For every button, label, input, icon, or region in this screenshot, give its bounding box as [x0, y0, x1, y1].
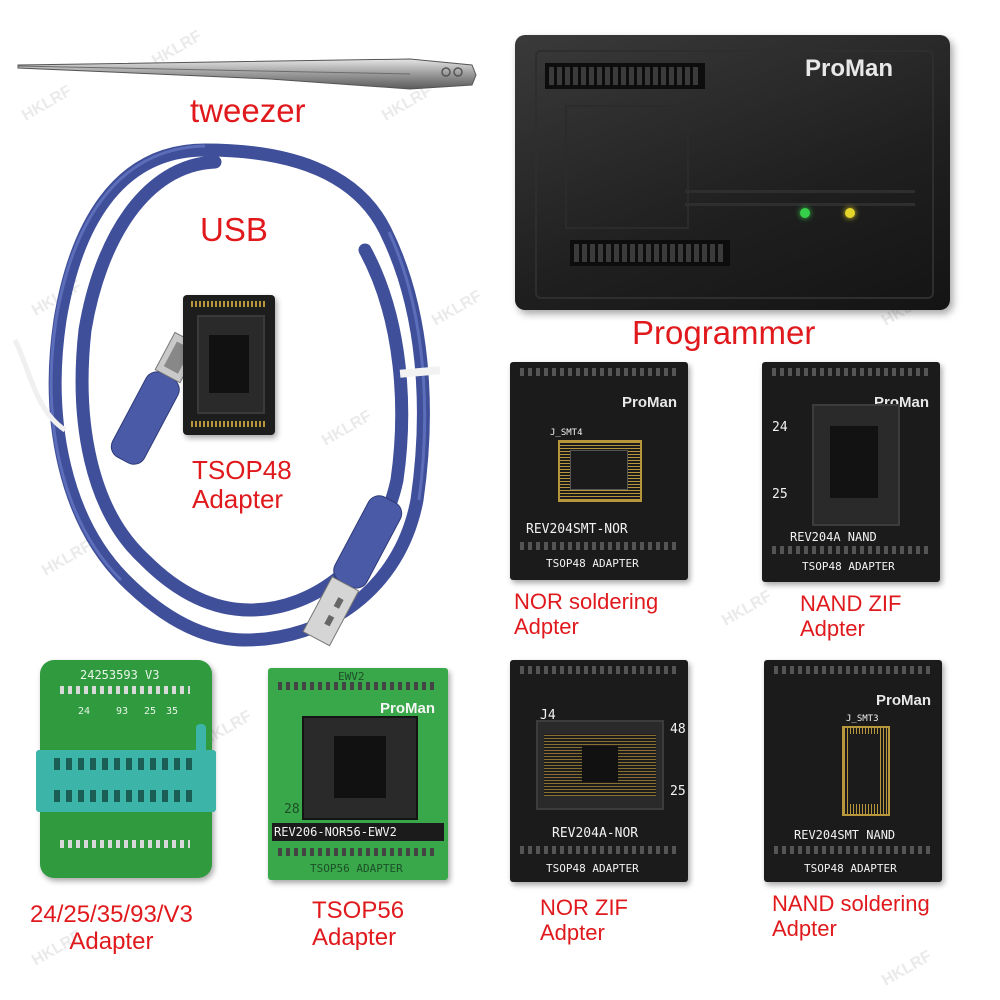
- nand-soldering-board: ProMan J_SMT3 REV204SMT NAND TSOP48 ADAP…: [764, 660, 942, 882]
- v3-adapter-label: 24/25/35/93/V3 Adapter: [30, 901, 193, 956]
- pin-label: 25: [772, 487, 788, 502]
- programmer-label: Programmer: [632, 314, 816, 351]
- board-footer: TSOP48 ADAPTER: [802, 560, 895, 573]
- zif-lever: [196, 724, 206, 764]
- programmer-box: ProMan: [515, 35, 950, 310]
- zif-socket: [36, 724, 216, 812]
- watermark: HKLRF: [719, 587, 775, 630]
- tsop48-adapter-socket: [183, 295, 275, 435]
- zif-socket: [812, 404, 900, 526]
- bottom-pin-header: [570, 240, 730, 266]
- board-footer: TSOP48 ADAPTER: [546, 862, 639, 875]
- nor-zif-board: J4 48 25 REV204A-NOR TSOP48 ADAPTER: [510, 660, 688, 882]
- pin-label: 48: [670, 722, 686, 737]
- nand-zif-label: NAND ZIF Adpter: [800, 591, 902, 641]
- tweezer-label: tweezer: [190, 92, 306, 129]
- nand-zif-label-line1: NAND ZIF: [800, 591, 902, 616]
- usb-label: USB: [200, 211, 268, 248]
- tsop56-board: EWV2 ProMan 28 REV206-NOR56-EWV2 TSOP56 …: [268, 668, 448, 880]
- v3-adapter-board: 24253593 V3 24 93 25 35: [36, 660, 216, 878]
- pin-label: 28: [284, 802, 300, 817]
- nand-zif-label-line2: Adpter: [800, 615, 865, 641]
- tsop48-label-line2: Adapter: [192, 484, 284, 515]
- tweezer: [10, 55, 480, 95]
- nor-soldering-board: ProMan J_SMT4 REV204SMT-NOR TSOP48 ADAPT…: [510, 362, 688, 580]
- tsop56-socket: [302, 716, 418, 820]
- tweezer-icon: [17, 58, 477, 90]
- board-ref: EWV2: [338, 670, 365, 683]
- programmer-lid: [535, 50, 934, 299]
- top-pin-header: [545, 63, 705, 89]
- board-footer: TSOP48 ADAPTER: [546, 557, 639, 570]
- pin-label: 24: [78, 706, 91, 717]
- board-ref: J_SMT4: [550, 428, 583, 438]
- board-footer: TSOP56 ADAPTER: [310, 862, 403, 875]
- nor-soldering-label-line1: NOR soldering: [514, 589, 659, 614]
- board-footer: TSOP48 ADAPTER: [804, 862, 897, 875]
- board-model: REV206-NOR56-EWV2: [274, 825, 397, 839]
- v3-label-line1: 24/25/35/93/V3: [30, 901, 193, 928]
- nor-zif-label-line1: NOR ZIF: [540, 895, 628, 920]
- nand-zif-board: ProMan 24 25 REV204A NAND TSOP48 ADAPTER: [762, 362, 940, 582]
- tsop48-adapter-label: TSOP48 Adapter: [192, 455, 292, 515]
- nor-soldering-label: NOR soldering Adpter: [514, 589, 659, 639]
- board-model: REV204A-NOR: [552, 826, 639, 841]
- nand-soldering-label: NAND soldering Adpter: [772, 891, 930, 941]
- nor-soldering-label-line2: Adpter: [514, 613, 579, 639]
- board-code: 24253593 V3: [80, 668, 160, 682]
- zif-socket: [536, 720, 664, 810]
- watermark: HKLRF: [879, 947, 935, 990]
- nor-zif-label-line2: Adpter: [540, 919, 605, 945]
- tsop48-label-line1: TSOP48: [192, 455, 292, 485]
- board-brand: ProMan: [380, 700, 436, 717]
- tsop56-label: TSOP56 Adapter: [312, 897, 405, 952]
- tsop56-label-line2: Adapter: [312, 923, 397, 951]
- pin-label: 93: [116, 706, 129, 717]
- pin-label: 24: [772, 420, 788, 435]
- nand-soldering-label-line2: Adpter: [772, 915, 837, 941]
- power-led: [800, 208, 810, 218]
- v3-label-line2: Adapter: [69, 927, 154, 955]
- board-model: REV204SMT-NOR: [526, 522, 628, 537]
- nor-zif-label: NOR ZIF Adpter: [540, 895, 628, 945]
- pin-label: 25: [144, 706, 157, 717]
- status-led: [845, 208, 855, 218]
- pin-label: 35: [166, 706, 179, 717]
- board-ref: J_SMT3: [846, 714, 879, 724]
- board-model: REV204SMT NAND: [794, 828, 896, 842]
- nand-soldering-label-line1: NAND soldering: [772, 891, 930, 916]
- board-brand: ProMan: [876, 692, 932, 709]
- board-model: REV204A NAND: [790, 530, 877, 544]
- board-ref: J4: [540, 708, 556, 723]
- board-brand: ProMan: [622, 394, 678, 411]
- tsop56-label-line1: TSOP56: [312, 897, 405, 924]
- pin-label: 25: [670, 784, 686, 799]
- programmer-brand: ProMan: [805, 55, 894, 82]
